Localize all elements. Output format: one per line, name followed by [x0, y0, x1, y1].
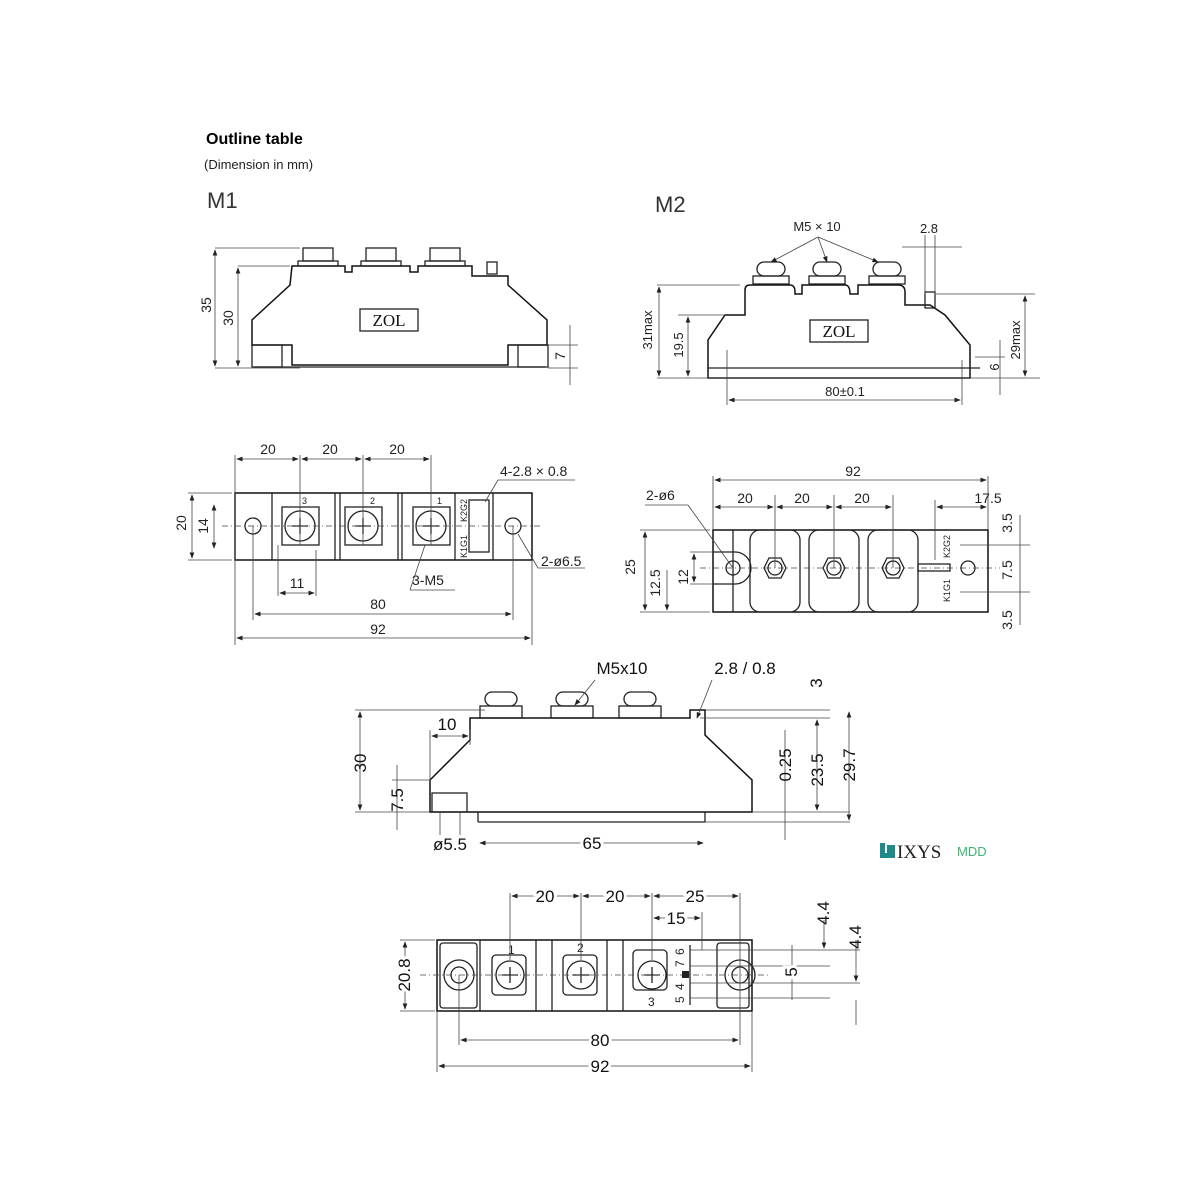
ixys-dim-30: 30	[351, 754, 370, 773]
page-subtitle: (Dimension in mm)	[204, 157, 313, 172]
m2-base-dim: 80±0.1	[825, 384, 865, 399]
ixys-dim-5: 5	[782, 967, 801, 976]
m1-height-20: 20	[173, 515, 189, 531]
ixys-screw-heads	[479, 691, 662, 719]
ixys-pitch-1: 20	[536, 887, 555, 906]
ixys-pitch-3: 25	[686, 887, 705, 906]
ixys-terminal-1: 1	[508, 943, 515, 957]
m2-gate-k2g2: K2G2	[942, 535, 952, 558]
m1-gate-k1g1: K1G1	[459, 535, 469, 558]
ixys-pin-5: 5	[673, 996, 687, 1003]
ixys-dim-hole: ø5.5	[433, 835, 467, 854]
ixys-plan-view: 1 2 3 6 7 4 5 20 20 25 15 20.8 4.4 4.4 5	[392, 884, 865, 1079]
m1-dim-80: 80	[370, 596, 386, 612]
zol-logo-box	[809, 319, 869, 343]
m2-dim-29max: 29max	[1008, 320, 1023, 360]
m1-dim-7: 7	[552, 352, 568, 360]
ixys-terminal-3: 3	[648, 995, 655, 1009]
ixys-side-view: M5x10 2.8 / 0.8 3 10 30 7.5 0.25 23.5 29…	[351, 659, 859, 856]
ixys-dim-20-8: 20.8	[395, 958, 414, 991]
m2-dim-19-5: 19.5	[671, 332, 686, 357]
ixys-tab-label: 2.8 / 0.8	[714, 659, 775, 678]
m2-pitch-3: 20	[854, 490, 870, 506]
ixys-pin-4: 4	[673, 983, 687, 990]
m1-inner-14: 14	[195, 518, 211, 534]
ixys-dim-4-4a: 4.4	[814, 901, 833, 925]
m2-dim-92: 92	[845, 463, 861, 479]
m2-label: M2	[655, 192, 686, 217]
ixys-dim-65: 65	[583, 834, 602, 853]
m2-gate-k1g1: K1G1	[942, 579, 952, 602]
page-title: Outline table	[206, 131, 303, 148]
zol-logo: ZOL	[822, 322, 855, 341]
m2-tab-dim-2: 7.5	[999, 560, 1015, 580]
m2-tab-width: 2.8	[920, 221, 938, 236]
m1-gate-k2g2: K2G2	[459, 499, 469, 522]
ixys-dim-10: 10	[438, 715, 457, 734]
m2-dim-12: 12	[675, 569, 691, 585]
ixys-dim-3: 3	[807, 678, 826, 687]
m1-dim-11: 11	[290, 575, 305, 591]
m1-plan-view: 3 2 1 K1G1 K2G2 20 20 20 4-2.8 × 0.8 20 …	[173, 441, 585, 645]
m1-holes-note: 2-ø6.5	[541, 553, 582, 569]
ixys-screw-label: M5x10	[596, 659, 647, 678]
m1-pitch-3: 20	[389, 441, 405, 457]
m1-screws-note: 3-M5	[412, 572, 444, 588]
m2-screw-heads	[752, 261, 906, 285]
m1-label: M1	[207, 188, 238, 213]
ixys-dim-4-4b: 4.4	[846, 925, 865, 949]
m2-tab-dim-3: 3.5	[999, 610, 1015, 630]
m1-terminal-nuts	[297, 247, 498, 275]
ixys-dim-7-5: 7.5	[388, 788, 407, 812]
m1-terminal-2: 2	[370, 496, 375, 506]
m2-pitch-1: 20	[737, 490, 753, 506]
zol-logo-box	[359, 308, 419, 332]
ixys-dim-0-25: 0.25	[776, 748, 795, 781]
m1-tab-note: 4-2.8 × 0.8	[500, 463, 568, 479]
m1-dim-30: 30	[220, 310, 236, 326]
ixys-dim-80: 80	[591, 1031, 610, 1050]
m1-dim-35: 35	[198, 297, 214, 313]
m2-side-view: M5 × 10 2.8 ZOL 80±0.1 31max 19.5 6 29ma…	[640, 219, 1040, 405]
ixys-pitch-2: 20	[606, 887, 625, 906]
m2-plan-view: K1G1 K2G2 92 20 20 20 17.5 2-ø6 25 12.5 …	[622, 463, 1030, 630]
zol-logo: ZOL	[372, 311, 405, 330]
ixys-brand: IXYS	[897, 842, 941, 863]
m1-terminal-3: 3	[302, 496, 307, 506]
ixys-terminal-2: 2	[577, 941, 584, 955]
m2-dim-25: 25	[622, 559, 638, 575]
m1-terminal-1: 1	[437, 496, 442, 506]
ixys-pin-6: 6	[673, 948, 687, 955]
ixys-dim-15: 15	[667, 909, 686, 928]
m2-dim-12-5: 12.5	[647, 569, 663, 596]
m1-dim-92: 92	[370, 621, 386, 637]
m2-tab-dim-1: 3.5	[999, 513, 1015, 533]
m1-side-view: ZOL 35 30 7	[198, 247, 578, 385]
m2-dim-31max: 31max	[640, 310, 655, 350]
ixys-logo: IXYS MDD	[880, 842, 987, 863]
m2-dim-6: 6	[987, 363, 1002, 370]
m2-pitch-2: 20	[794, 490, 810, 506]
ixys-dim-29-7: 29.7	[840, 748, 859, 781]
ixys-dim-23-5: 23.5	[808, 753, 827, 786]
m2-screw-label: M5 × 10	[793, 219, 840, 234]
m1-pitch-1: 20	[260, 441, 276, 457]
m1-pitch-2: 20	[322, 441, 338, 457]
ixys-dim-92: 92	[591, 1057, 610, 1076]
model-code: MDD	[957, 844, 987, 859]
ixys-pin-7: 7	[673, 960, 687, 967]
m2-dim-17-5: 17.5	[974, 490, 1001, 506]
m2-holes-note: 2-ø6	[646, 487, 675, 503]
